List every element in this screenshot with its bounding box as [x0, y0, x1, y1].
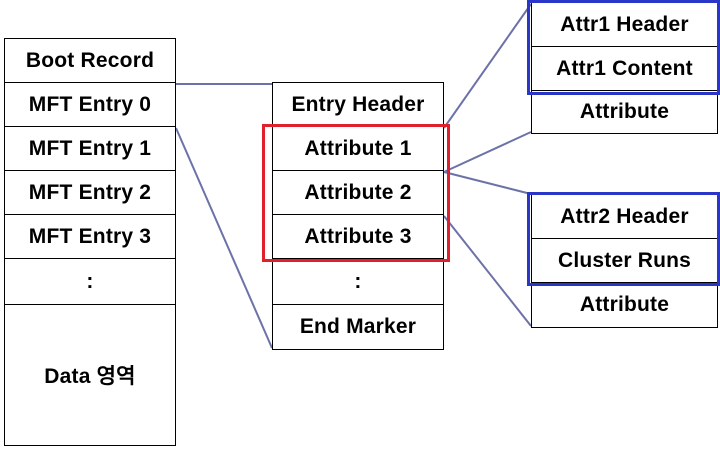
- mft-data-area: Data 영역: [4, 304, 176, 446]
- mft-ellipsis: :: [4, 258, 176, 306]
- attr2-cluster-runs: Cluster Runs: [531, 238, 718, 284]
- connector-attr1-top: [443, 3, 532, 129]
- attr2-highlight: [527, 192, 720, 286]
- mft-entry-0: MFT Entry 0: [4, 82, 176, 128]
- attributes-highlight: [262, 124, 450, 262]
- attr1-highlight: [527, 0, 720, 95]
- connector-attr2-bottom: [443, 215, 532, 327]
- attr1-attribute: Attribute: [531, 90, 718, 134]
- connector-attr1-bottom: [443, 131, 532, 173]
- attr2-header: Attr2 Header: [531, 194, 718, 240]
- attr1-header: Attr1 Header: [531, 2, 718, 48]
- entry-attribute-2: Attribute 2: [272, 170, 444, 216]
- mft-entry-2: MFT Entry 2: [4, 170, 176, 216]
- mft-entry-1: MFT Entry 1: [4, 126, 176, 172]
- mft-entry-3: MFT Entry 3: [4, 214, 176, 260]
- connector-mft-entry0-bottom: [175, 127, 273, 349]
- entry-header: Entry Header: [272, 82, 444, 128]
- entry-ellipsis: :: [272, 258, 444, 306]
- attr1-content: Attr1 Content: [531, 46, 718, 92]
- connector-attr2-top: [443, 171, 532, 195]
- attr2-attribute: Attribute: [531, 282, 718, 328]
- entry-end-marker: End Marker: [272, 304, 444, 350]
- mft-boot-record: Boot Record: [4, 38, 176, 84]
